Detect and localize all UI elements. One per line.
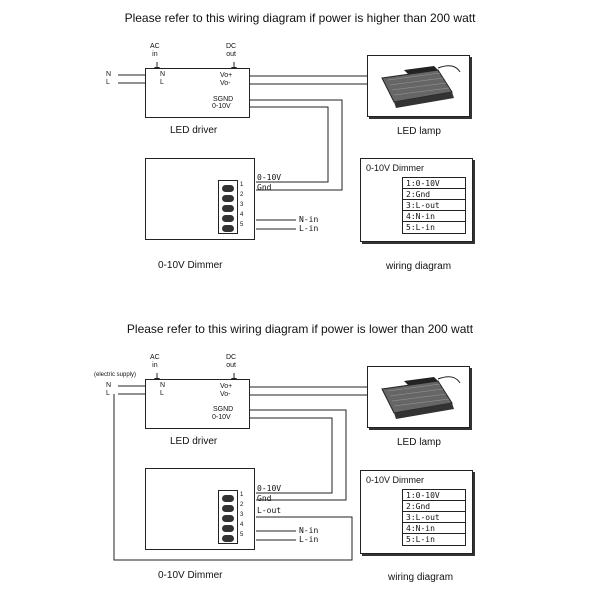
d2-terminal-block <box>218 490 238 544</box>
d1-terminal-4: 4 <box>240 212 244 218</box>
d2-legend-row: 5:L-in <box>406 535 435 544</box>
d1-wiring-caption: wiring diagram <box>386 261 452 272</box>
d1-sgnd-wire <box>244 99 343 191</box>
d1-driver-010v-label: 0-10V <box>212 103 231 110</box>
d2-sgnd-wire <box>244 409 347 501</box>
d1-legend-row: 4:N-in <box>403 211 465 222</box>
led-lamp-icon <box>381 65 461 108</box>
d1-dimmer-box <box>145 158 255 240</box>
d2-dimmer-lout-label: L-out <box>257 506 282 515</box>
d2-driver-l-label: L <box>160 390 164 397</box>
d2-legend-row: 4:N-in <box>403 523 465 534</box>
d2-driver-n-label: N <box>160 382 166 389</box>
d1-legend-row: 1:0-10V <box>403 178 465 189</box>
d2-vo-minus-label: Vo- <box>220 391 231 398</box>
d2-lamp-caption: LED lamp <box>397 437 441 448</box>
d2-lamp-box <box>367 366 470 428</box>
d2-mains-l-label: L <box>106 390 110 397</box>
d2-driver-caption: LED driver <box>170 436 218 447</box>
d2-dimmer-caption: 0-10V Dimmer <box>158 570 223 581</box>
d2-lout-loop-wire <box>113 394 353 561</box>
d2-supply-label: (electric supply) <box>94 372 137 378</box>
d1-led-driver-box <box>145 68 250 118</box>
d2-dimmer-nin-label: N-in <box>299 526 319 535</box>
d1-terminal-2: 2 <box>240 192 244 198</box>
d2-vo-plus-label: Vo+ <box>220 383 233 390</box>
d1-vo-plus-label: Vo+ <box>220 72 233 79</box>
diagram-2-title: Please refer to this wiring diagram if p… <box>126 322 474 336</box>
d1-legend-box <box>360 158 473 242</box>
d2-sgnd-label: SGND <box>213 406 234 413</box>
d1-010v-wire <box>244 106 329 183</box>
d2-wiring-caption: wiring diagram <box>388 572 454 583</box>
d2-legend-box <box>360 470 473 554</box>
d1-driver-l-label: L <box>160 79 164 86</box>
d2-dimmer-box <box>145 468 255 550</box>
d2-dimmer-gnd-label: Gnd <box>257 494 272 503</box>
d2-dimmer-lin-label: L-in <box>299 535 319 544</box>
diagram-1-title: Please refer to this wiring diagram if p… <box>124 11 476 25</box>
d1-legend-table: 1:0-10V 2:Gnd 3:L-out 4:N-in 5:L-in <box>402 177 466 234</box>
d1-ac-in-label: AC in <box>150 43 160 58</box>
d2-led-driver-box <box>145 379 250 429</box>
d1-legend-row: 5:L-in <box>406 223 435 232</box>
d1-dimmer-nin-label: N-in <box>299 215 319 224</box>
d1-legend-row: 2:Gnd <box>403 189 465 200</box>
d2-legend-row: 2:Gnd <box>403 501 465 512</box>
d2-terminal-3: 3 <box>240 512 244 518</box>
d1-lamp-caption: LED lamp <box>397 126 441 137</box>
d1-dc-out-label: DC out <box>226 43 237 58</box>
d1-driver-n-label: N <box>160 71 166 78</box>
d2-legend-row: 1:0-10V <box>403 490 465 501</box>
d1-terminal-1: 1 <box>240 182 244 188</box>
d2-driver-010v-label: 0-10V <box>212 414 231 421</box>
d2-legend-table: 1:0-10V 2:Gnd 3:L-out 4:N-in 5:L-in <box>402 489 466 546</box>
d1-driver-caption: LED driver <box>170 125 218 136</box>
d1-dimmer-caption: 0-10V Dimmer <box>158 260 223 271</box>
d1-lamp-box <box>367 55 470 117</box>
d2-dc-out-label: DC out <box>226 354 237 369</box>
d2-terminal-4: 4 <box>240 522 244 528</box>
d2-dimmer-010v-label: 0-10V <box>257 484 282 493</box>
d2-010v-wire <box>244 417 333 494</box>
d2-legend-title: 0-10V Dimmer <box>366 475 425 485</box>
d1-dimmer-010v-label: 0-10V <box>257 173 282 182</box>
d1-legend-title: 0-10V Dimmer <box>366 163 425 173</box>
d2-terminal-5: 5 <box>240 532 244 538</box>
d2-terminal-2: 2 <box>240 502 244 508</box>
d1-sgnd-label: SGND <box>213 96 234 103</box>
d1-terminal-5: 5 <box>240 222 244 228</box>
d1-legend-row: 3:L-out <box>403 200 465 211</box>
led-lamp-icon <box>381 376 461 419</box>
d1-vo-minus-label: Vo- <box>220 80 231 87</box>
d2-mains-n-label: N <box>106 382 112 389</box>
d1-dimmer-gnd-label: Gnd <box>257 183 272 192</box>
d2-legend-row: 3:L-out <box>403 512 465 523</box>
d2-terminal-1: 1 <box>240 492 244 498</box>
d1-terminal-3: 3 <box>240 202 244 208</box>
d2-ac-in-label: AC in <box>150 354 160 369</box>
d1-terminal-block <box>218 180 238 234</box>
d1-mains-n-label: N <box>106 71 112 78</box>
d1-dimmer-lin-label: L-in <box>299 224 319 233</box>
d1-mains-l-label: L <box>106 79 110 86</box>
